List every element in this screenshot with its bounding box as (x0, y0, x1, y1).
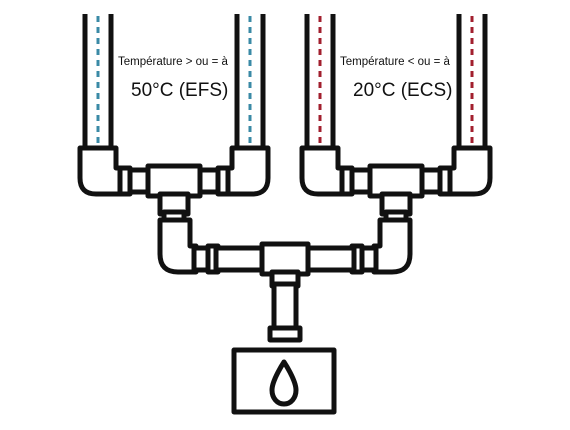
outlet-pipe (267, 281, 303, 343)
lower-left-elbow (157, 217, 221, 275)
lower-right-elbow (349, 217, 413, 275)
right-inner-pipe (456, 14, 488, 152)
right-value-label: 20°C (ECS) (353, 80, 453, 101)
right-outer-pipe (304, 14, 336, 152)
right-fitting-assembly (299, 145, 493, 225)
right-condition-label: Température < ou = à (340, 56, 450, 68)
water-drop-icon (269, 359, 299, 407)
left-value-label: 50°C (EFS) (131, 80, 229, 101)
central-tee (259, 241, 311, 289)
left-condition-label: Température > ou = à (118, 56, 228, 68)
left-fitting-assembly (77, 145, 271, 225)
left-outer-pipe (82, 14, 114, 152)
left-inner-pipe (234, 14, 266, 152)
